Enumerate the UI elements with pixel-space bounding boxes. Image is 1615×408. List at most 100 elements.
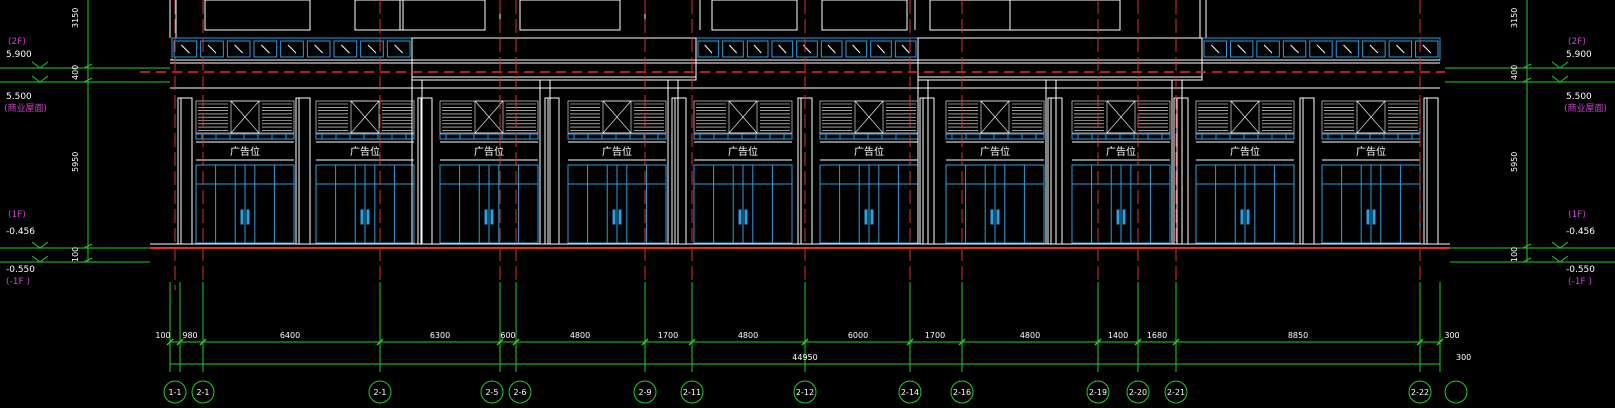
sign-label: 广告位	[980, 145, 1010, 158]
storefront-bay: 广告位	[1071, 100, 1171, 244]
railing-hatch	[802, 44, 812, 54]
upper-floor-tag-right: (2F)	[1568, 37, 1586, 47]
dim-tick	[166, 338, 174, 346]
railing-panel	[280, 40, 304, 58]
railing-panel	[1388, 40, 1413, 58]
span-dimension: 6400	[280, 331, 300, 340]
span-dimension: 1700	[925, 331, 945, 340]
dim-tick	[1094, 338, 1102, 346]
railing-panel	[386, 40, 411, 58]
railing-hatch	[1369, 44, 1379, 54]
span-dimension: 1680	[1147, 331, 1167, 340]
span-dimension: 980	[182, 331, 197, 340]
window-center	[350, 100, 380, 134]
axis-label: 2-19	[1089, 388, 1107, 397]
storefront-bays: 广告位广告位广告位广告位广告位广告位广告位广告位广告位广告位	[195, 100, 1421, 244]
axis-label: 2-16	[953, 388, 971, 397]
railing-panel	[894, 40, 917, 58]
railing-panel	[746, 40, 769, 58]
dim-tick	[512, 338, 520, 346]
door-handle	[864, 209, 868, 225]
window-center	[602, 100, 632, 134]
axis-label: 2-22	[1411, 388, 1429, 397]
railing-panel	[360, 40, 384, 58]
vdim-left-1: 3150	[71, 8, 80, 28]
door-handle	[484, 209, 488, 225]
axis-bubble: 2-5	[480, 380, 504, 404]
axis-label: 2-21	[1167, 388, 1185, 397]
vdim-right-3: 5950	[1510, 152, 1519, 172]
sign-label: 广告位	[854, 145, 884, 158]
storefront-bay: 广告位	[693, 100, 793, 244]
sign-label: 广告位	[1230, 145, 1260, 158]
railing-panel	[226, 40, 251, 58]
dim-tick	[688, 338, 696, 346]
axis-grid-lines	[174, 0, 1421, 290]
axis-bubble: 2-16	[950, 380, 974, 404]
right-extra-dimension: 300	[1456, 353, 1471, 362]
sign-frame	[315, 133, 415, 140]
axis-label: 1-1	[168, 388, 181, 397]
railing-panel	[333, 40, 358, 58]
axis-bubble: 2-1	[368, 380, 392, 404]
axis-bubble: 2-12	[793, 380, 817, 404]
door-handle	[360, 209, 364, 225]
storefront-bay: 广告位	[1321, 100, 1421, 244]
sign-frame	[195, 133, 295, 140]
axis-bubble: 2-21	[1164, 380, 1188, 404]
pilaster	[1423, 97, 1439, 245]
railing-hatch	[704, 44, 713, 54]
storefront-bay: 广告位	[945, 100, 1045, 244]
sign-frame	[693, 133, 793, 140]
railing-hatch	[728, 44, 738, 54]
window-center	[728, 100, 758, 134]
vertical-dims-right: 3150 400 5950 100	[1510, 8, 1519, 262]
level-lines-right	[1445, 0, 1615, 263]
railing-panel	[200, 40, 224, 58]
storefront-bay: 广告位	[315, 100, 415, 244]
pilaster	[1047, 97, 1063, 245]
axis-bubble: 2-11	[680, 380, 704, 404]
railing-hatch	[340, 44, 350, 54]
axis-label: 2-11	[683, 388, 701, 397]
sign-frame	[1195, 133, 1295, 140]
storefront-bay: 广告位	[439, 100, 539, 244]
door-handle	[1240, 209, 1244, 225]
railing-panel	[253, 40, 278, 58]
span-dimension: 4800	[738, 331, 758, 340]
span-dimension: 1700	[658, 331, 678, 340]
railing-panel	[1415, 40, 1439, 58]
roof-elevation: 5.500	[6, 92, 32, 102]
sign-label: 广告位	[602, 145, 632, 158]
vdim-right-4: 100	[1510, 247, 1519, 262]
vdim-right-1: 3150	[1510, 8, 1519, 28]
door-handle	[870, 209, 874, 225]
span-dimension: 6000	[848, 331, 868, 340]
pilaster	[295, 97, 311, 245]
door-handle	[990, 209, 994, 225]
axis-bubble: 2-9	[633, 380, 657, 404]
dim-tick	[641, 338, 649, 346]
sign-label: 广告位	[474, 145, 504, 158]
dim-tick	[496, 338, 504, 346]
roof-elevation-right: 5.500	[1566, 92, 1592, 102]
railing-panel	[771, 40, 794, 58]
door-handle	[1246, 209, 1250, 225]
sign-label: 广告位	[1106, 145, 1136, 158]
railing-panel	[1309, 40, 1333, 58]
axis-bubble: 2-6	[508, 380, 532, 404]
railing-panel	[796, 40, 818, 58]
railing-hatch	[1290, 44, 1299, 54]
level-labels-left: (2F) 5.900 5.500 (商业屋面) (1F) -0.456 -0.5…	[4, 37, 47, 287]
pilaster	[919, 97, 935, 245]
span-dimension: 1400	[1108, 331, 1128, 340]
span-dimension: 600	[500, 331, 515, 340]
railing-panel	[1362, 40, 1386, 58]
railing-panel	[1335, 40, 1360, 58]
door-handle	[490, 209, 494, 225]
axis-bubble	[1444, 380, 1468, 404]
railing-panel	[870, 40, 892, 58]
railing-hatch	[260, 44, 270, 54]
door-handle	[1116, 209, 1120, 225]
